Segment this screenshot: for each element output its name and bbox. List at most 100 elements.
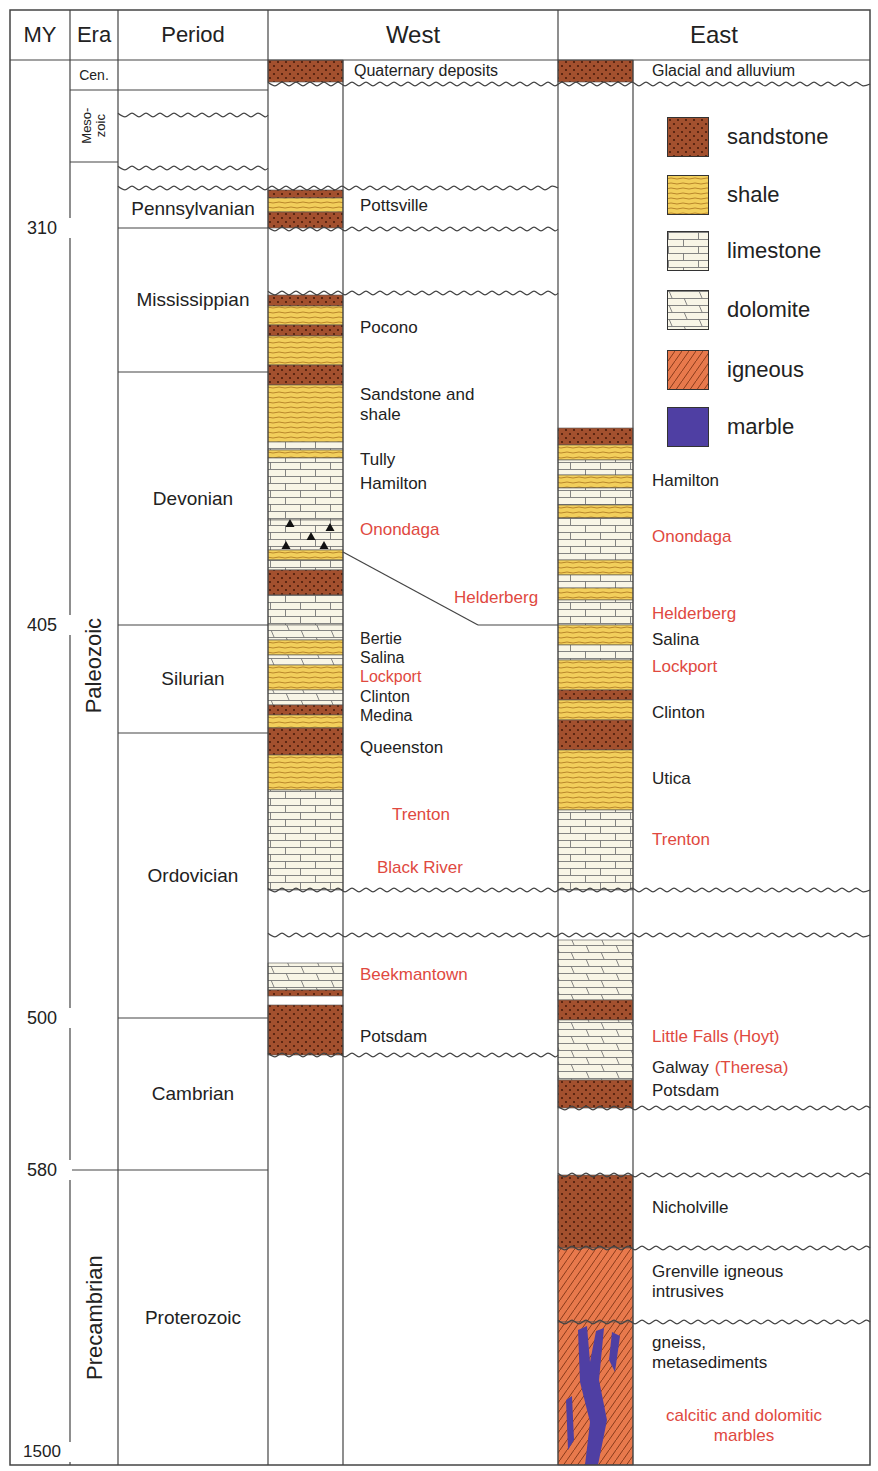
unconformity-line — [268, 227, 558, 231]
bed-fill — [268, 560, 343, 570]
bed-pattern — [268, 385, 343, 442]
swatch-fill — [668, 351, 709, 390]
bed-pattern — [268, 705, 343, 715]
swatch-pattern — [668, 291, 709, 330]
age-number: 580 — [12, 1160, 72, 1181]
rock-bed — [558, 1020, 633, 1080]
formation-label: Onondaga — [650, 527, 733, 547]
grid-line — [478, 624, 558, 625]
rock-bed — [558, 1322, 633, 1465]
rock-bed — [558, 940, 633, 1000]
legend-text: shale — [727, 182, 780, 208]
bed-fill — [558, 505, 633, 518]
grid-line — [70, 89, 268, 90]
rock-bed — [558, 750, 633, 810]
swatch-fill — [668, 118, 709, 157]
era-cell-text: Paleozoic — [81, 618, 106, 713]
bed-pattern — [268, 690, 343, 705]
bed-pattern — [558, 1080, 633, 1108]
rock-bed — [268, 306, 343, 325]
period-cell-text: Devonian — [153, 488, 233, 510]
bed-fill — [268, 212, 343, 228]
formation-label: Utica — [650, 769, 693, 789]
age-number: 310 — [12, 218, 72, 239]
rock-beds — [268, 60, 633, 1465]
bed-pattern — [268, 458, 343, 520]
bed-fill — [268, 365, 343, 385]
rock-bed — [268, 60, 343, 82]
rock-bed — [558, 445, 633, 460]
bed-pattern — [558, 940, 633, 1000]
rock-bed — [558, 660, 633, 690]
era-cell: Precambrian — [70, 1170, 118, 1465]
bed-pattern — [558, 518, 633, 560]
formation-label: Little Falls (Hoyt) — [650, 1027, 782, 1047]
bed-fill — [268, 190, 343, 198]
bed-pattern — [268, 550, 343, 560]
formation-label: Onondaga — [358, 520, 441, 540]
legend-text: igneous — [727, 357, 804, 383]
age-number: 405 — [12, 615, 72, 636]
chert-triangle — [307, 532, 316, 540]
marble-streak — [609, 1332, 620, 1372]
rock-bed — [558, 1175, 633, 1248]
rock-bed — [558, 460, 633, 475]
bed-fill — [558, 428, 633, 445]
rock-bed — [558, 600, 633, 625]
bed-pattern — [268, 655, 343, 665]
bed-pattern — [268, 755, 343, 790]
bed-fill — [268, 295, 343, 306]
grid-line — [632, 60, 633, 1465]
marble-streaks — [566, 1326, 620, 1465]
era-cell-text: Cen. — [79, 67, 109, 83]
bed-pattern — [268, 625, 343, 640]
bed-pattern — [558, 1020, 633, 1080]
rock-bed — [268, 550, 343, 560]
unconformity-line — [268, 888, 870, 892]
header-cell: West — [268, 10, 558, 60]
bed-pattern — [268, 520, 343, 550]
legend-item: sandstone — [667, 117, 829, 157]
unconformity-line — [118, 113, 268, 117]
header-cell: MY — [10, 10, 70, 60]
formation-label: Beekmantown — [358, 965, 470, 985]
bed-pattern — [268, 570, 343, 595]
bed-fill — [558, 60, 633, 82]
rock-bed — [268, 640, 343, 655]
bed-pattern — [268, 450, 343, 458]
bed-fill — [558, 660, 633, 690]
formation-label: Hamilton — [358, 474, 429, 494]
bed-fill — [558, 460, 633, 475]
bed-fill — [558, 588, 633, 600]
rock-bed — [558, 720, 633, 750]
grid-lines — [10, 10, 870, 1465]
bed-pattern — [268, 990, 343, 996]
formation-label: Salina — [650, 630, 701, 650]
bed-pattern — [268, 198, 343, 212]
legend-item: igneous — [667, 350, 804, 390]
bed-fill — [268, 705, 343, 715]
formation-label: Lockport — [358, 668, 423, 686]
bed-fill — [558, 560, 633, 575]
bed-fill — [558, 1000, 633, 1020]
rock-bed — [268, 458, 343, 520]
bed-fill — [558, 1080, 633, 1108]
bed-pattern — [268, 728, 343, 755]
period-cell-text: Silurian — [161, 668, 224, 690]
header-cell: East — [558, 10, 870, 60]
rock-bed — [268, 963, 343, 990]
bed-pattern — [268, 640, 343, 655]
bed-pattern — [558, 750, 633, 810]
rock-bed — [558, 518, 633, 560]
era-cell: Meso- zoic — [70, 92, 118, 160]
period-cell: Silurian — [118, 625, 268, 733]
bed-fill — [268, 60, 343, 82]
bed-pattern — [268, 560, 343, 570]
bed-fill — [268, 520, 343, 550]
formation-label: Hamilton — [650, 471, 721, 491]
bed-fill — [268, 442, 343, 450]
bed-pattern — [558, 690, 633, 700]
rock-bed — [268, 655, 343, 665]
rock-bed — [268, 705, 343, 715]
rock-bed — [558, 588, 633, 600]
